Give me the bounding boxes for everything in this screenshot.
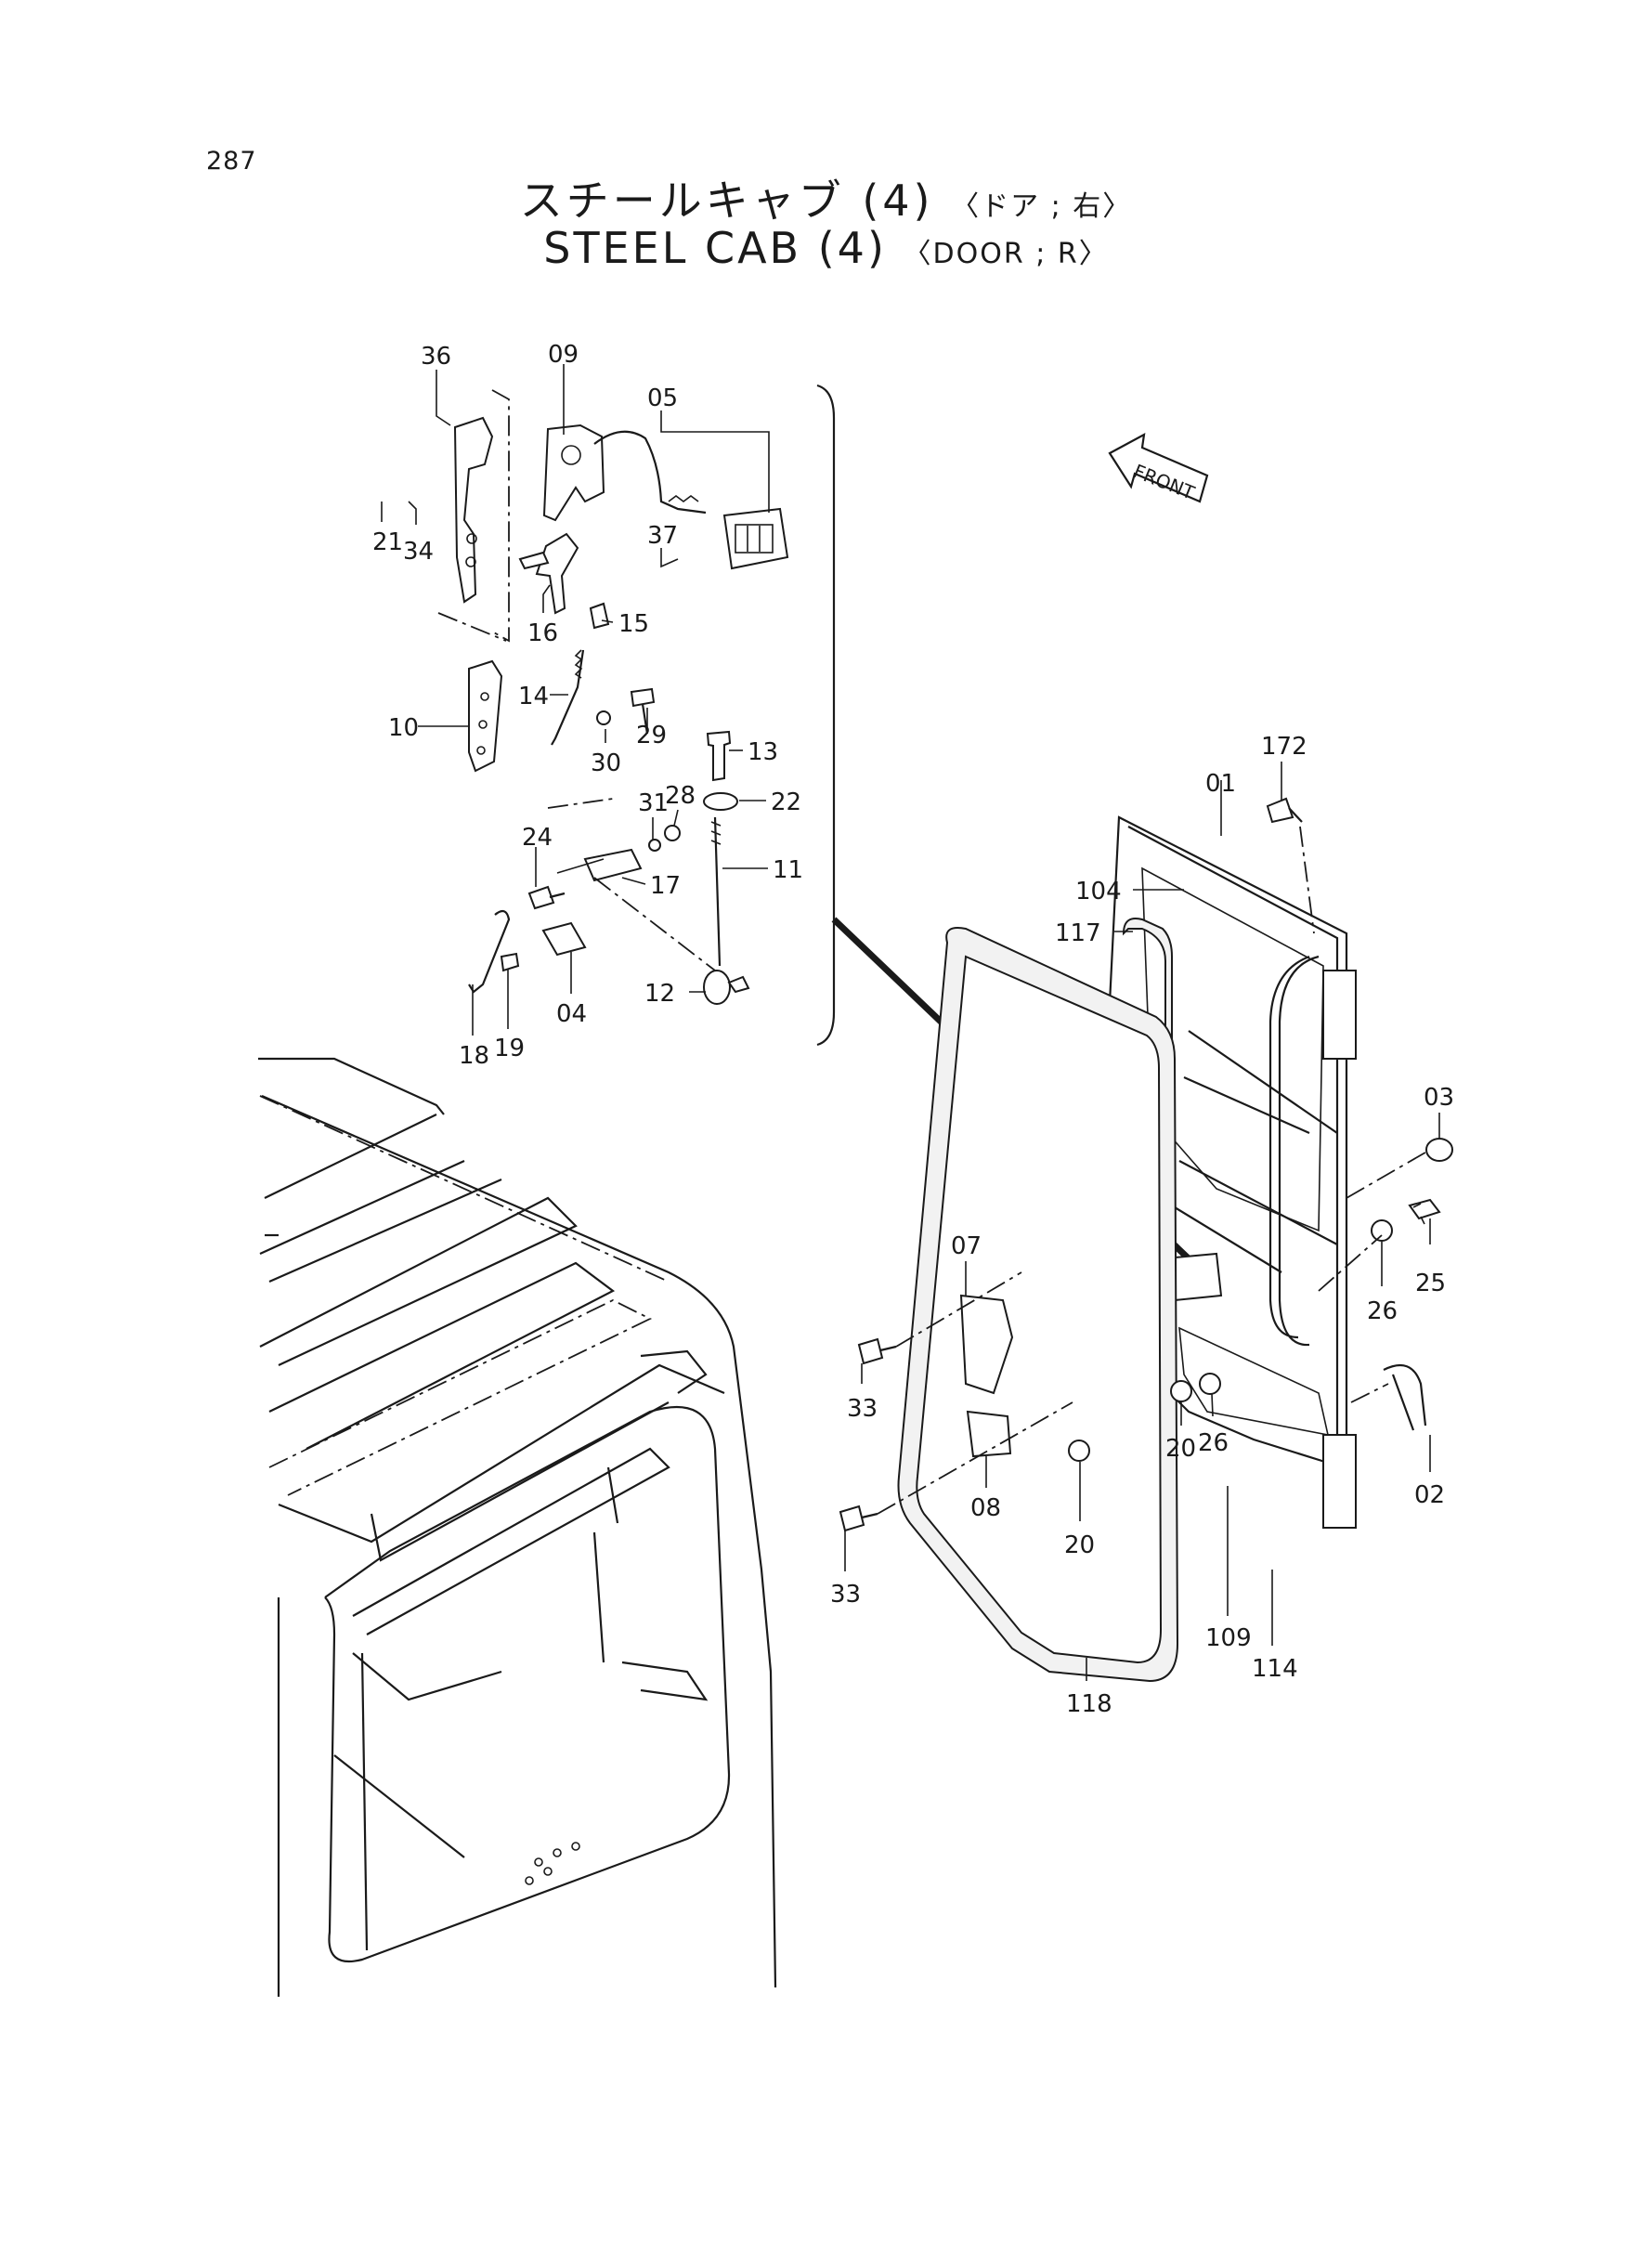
callout-13: 13 bbox=[748, 738, 778, 766]
front-arrow-icon: FRONT bbox=[1108, 432, 1209, 504]
callout-02: 02 bbox=[1414, 1481, 1445, 1509]
callout-109: 109 bbox=[1205, 1624, 1252, 1652]
callout-24: 24 bbox=[522, 824, 553, 852]
title-english: STEEL CAB (4) 〈DOOR ; R〉 bbox=[0, 223, 1652, 273]
callout-01: 01 bbox=[1205, 770, 1236, 798]
callout-22: 22 bbox=[771, 788, 801, 816]
callout-36: 36 bbox=[421, 343, 451, 371]
title-japanese-main: スチールキャブ (4) bbox=[519, 176, 934, 226]
callout-05: 05 bbox=[647, 384, 678, 412]
callout-34: 34 bbox=[403, 538, 434, 566]
callout-16: 16 bbox=[527, 619, 558, 647]
callout-21: 21 bbox=[372, 528, 403, 556]
callout-25: 25 bbox=[1415, 1270, 1446, 1297]
callout-104: 104 bbox=[1075, 878, 1122, 905]
detail-bracket bbox=[816, 384, 836, 1047]
callout-20-left: 20 bbox=[1064, 1531, 1095, 1559]
callout-08: 08 bbox=[970, 1494, 1001, 1522]
callout-29: 29 bbox=[636, 722, 667, 749]
callout-18: 18 bbox=[459, 1042, 489, 1070]
callout-12: 12 bbox=[644, 980, 675, 1008]
door-assembly bbox=[839, 797, 1453, 1683]
callout-11: 11 bbox=[773, 856, 803, 884]
callout-37: 37 bbox=[647, 522, 678, 550]
callout-172: 172 bbox=[1261, 733, 1307, 761]
callout-114: 114 bbox=[1252, 1655, 1298, 1683]
callout-28: 28 bbox=[665, 782, 696, 810]
callout-10: 10 bbox=[388, 714, 419, 742]
cab-body bbox=[258, 1057, 777, 1997]
callout-31: 31 bbox=[638, 789, 669, 817]
callout-33-upper: 33 bbox=[847, 1395, 878, 1423]
callout-03: 03 bbox=[1424, 1084, 1454, 1112]
title-english-main: STEEL CAB (4) bbox=[543, 223, 887, 273]
callout-33-lower: 33 bbox=[830, 1581, 861, 1609]
callout-labels: 36 09 05 21 34 37 16 15 10 14 30 29 13 2… bbox=[372, 341, 1454, 1718]
callout-26-lower: 26 bbox=[1198, 1429, 1229, 1457]
title-japanese-sub: 〈ドア ; 右〉 bbox=[951, 190, 1133, 223]
leader-lines bbox=[381, 364, 1440, 1681]
callout-26-upper: 26 bbox=[1367, 1297, 1398, 1325]
callout-15: 15 bbox=[618, 610, 649, 638]
callout-19: 19 bbox=[494, 1035, 525, 1062]
callout-04: 04 bbox=[556, 1000, 587, 1028]
callout-17: 17 bbox=[650, 872, 681, 900]
lock-mechanism-detail bbox=[437, 389, 789, 1005]
callout-30: 30 bbox=[591, 749, 621, 777]
callout-117: 117 bbox=[1055, 919, 1101, 947]
page-number: 287 bbox=[206, 147, 257, 176]
callout-118: 118 bbox=[1066, 1690, 1112, 1718]
callout-20-right: 20 bbox=[1165, 1435, 1196, 1463]
callout-07: 07 bbox=[951, 1232, 982, 1260]
callout-14: 14 bbox=[518, 683, 549, 710]
callout-09: 09 bbox=[548, 341, 579, 369]
title-english-sub: 〈DOOR ; R〉 bbox=[903, 238, 1109, 270]
title-japanese: スチールキャブ (4) 〈ドア ; 右〉 bbox=[0, 167, 1652, 228]
